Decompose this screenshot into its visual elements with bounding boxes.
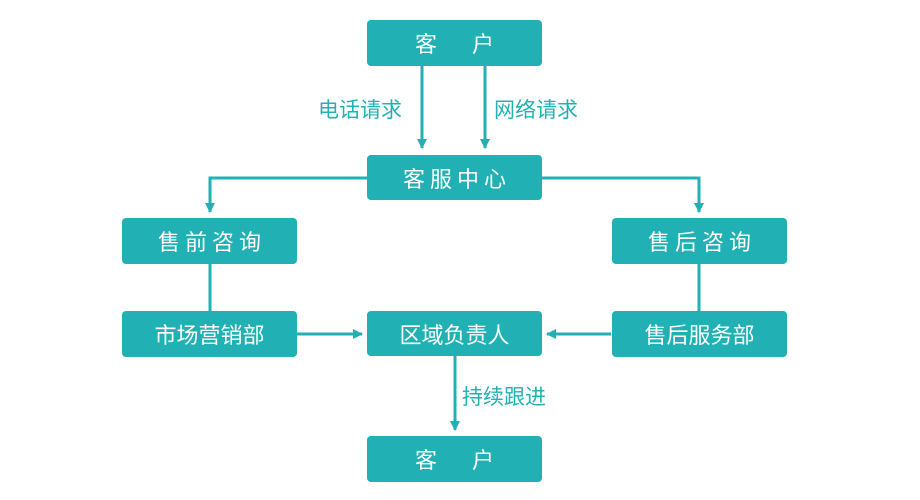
- aftersales-dept-node: 售后服务部: [612, 311, 787, 357]
- aftersales-node: 售后咨询: [612, 218, 787, 264]
- customer-bottom-node: 客 户: [367, 436, 542, 482]
- phone-request-label: 电话请求: [318, 98, 402, 122]
- presales-node: 售前咨询: [122, 218, 297, 264]
- to-aftersales-arrow: [542, 176, 704, 213]
- regional-manager-node: 区域负责人: [367, 311, 542, 356]
- network-request-label: 网络请求: [494, 98, 578, 122]
- to-presales-arrow: [205, 176, 367, 213]
- customer-top-node: 客 户: [367, 20, 542, 66]
- service-center-node: 客服中心: [367, 155, 542, 200]
- follow-up-label: 持续跟进: [462, 385, 546, 409]
- marketing-dept-node: 市场营销部: [122, 311, 297, 357]
